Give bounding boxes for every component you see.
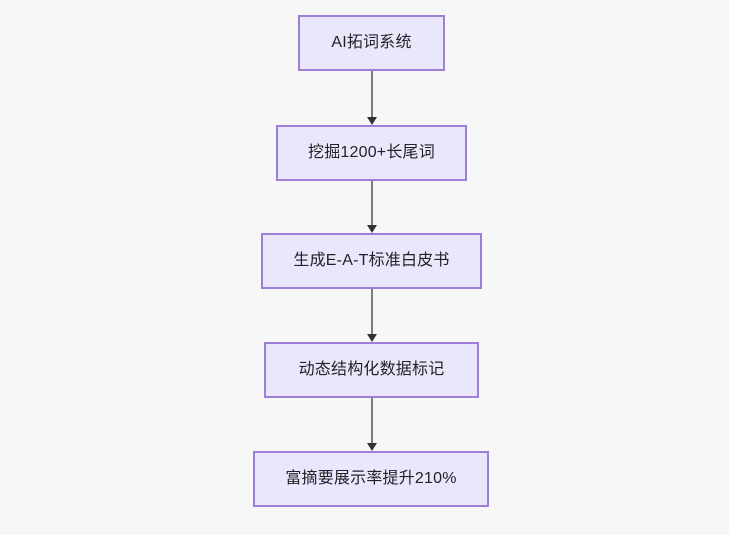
arrowhead-icon [367,225,377,233]
edge-line [371,71,373,117]
flow-node-dynamic-structured-data-markup[interactable]: 动态结构化数据标记 [264,342,479,398]
arrowhead-icon [367,334,377,342]
arrowhead-icon [367,443,377,451]
edge-line [371,289,373,334]
flow-node-label: 富摘要展示率提升210% [285,470,457,488]
flow-node-label: AI拓词系统 [331,34,412,52]
arrowhead-icon [367,117,377,125]
flow-node-label: 挖掘1200+长尾词 [308,144,435,162]
edge-line [371,398,373,443]
flow-node-ai-keyword-system[interactable]: AI拓词系统 [298,15,445,71]
flow-node-mine-longtail-keywords[interactable]: 挖掘1200+长尾词 [276,125,467,181]
flow-node-rich-snippet-rate-increase[interactable]: 富摘要展示率提升210% [253,451,489,507]
flow-node-label: 生成E-A-T标准白皮书 [293,252,450,270]
flow-node-generate-eat-whitepaper[interactable]: 生成E-A-T标准白皮书 [261,233,482,289]
edge-line [371,181,373,225]
flow-node-label: 动态结构化数据标记 [298,361,445,379]
